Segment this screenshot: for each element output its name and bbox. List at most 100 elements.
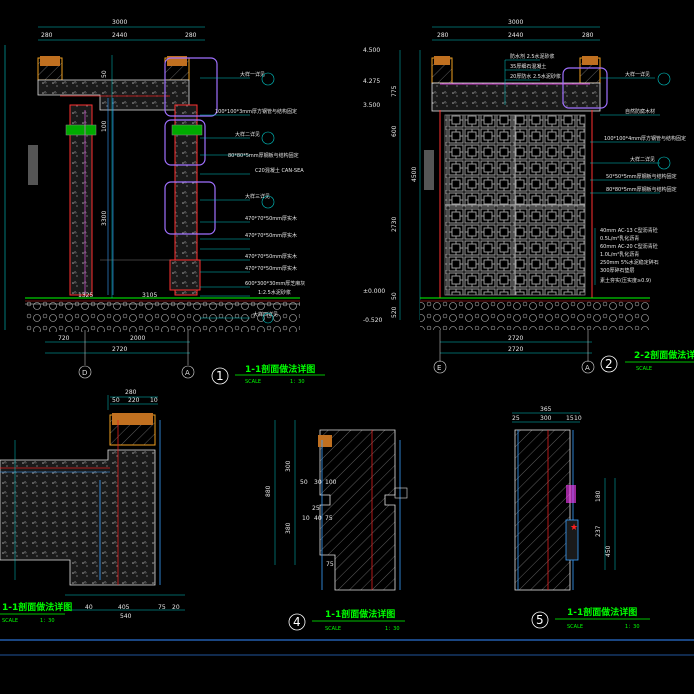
dim-text: 2440 (508, 32, 523, 39)
dim-text: 380 (285, 522, 292, 534)
dim-text: 2720 (508, 335, 523, 342)
annotation: 防水剂 2.5水泥砂浆 (510, 53, 555, 60)
dim-text: 280 (41, 32, 53, 39)
level-mark: ±0.000 (363, 288, 385, 295)
annotation: 20厚防水 2.5水泥砂浆 (510, 73, 561, 80)
dim-text: 280 (125, 389, 137, 396)
annotation: 大样二详见 (630, 156, 655, 163)
dim-text: 100 (325, 479, 337, 486)
grid-axis-label: A (185, 369, 190, 377)
dim-text: 1325 (78, 292, 93, 299)
dim-text: 75 (326, 561, 334, 568)
dim-text: 775 (391, 85, 398, 97)
detail-number: 2 (605, 357, 613, 371)
dim-text: 450 (605, 545, 612, 557)
dim-text: 25 (312, 505, 320, 512)
annotation: 1.0L/m²乳化沥青 (600, 251, 639, 258)
dim-text: 75 (158, 604, 166, 611)
annotation: 470*70*50mm厚实木 (245, 215, 297, 222)
dim-text: 220 (128, 397, 140, 404)
dim-text: 3300 (101, 211, 108, 226)
scale-label: SCALE (636, 366, 652, 372)
dim-text: 405 (118, 604, 130, 611)
annotation: 大样二详见 (235, 131, 260, 138)
grid-axis-label: E (437, 364, 441, 372)
annotation: 470*70*50mm厚实木 (245, 253, 297, 260)
drawing-title: 1-1剖面做法详图 (245, 363, 315, 375)
dim-text: 365 (540, 406, 552, 413)
dim-text: 25 (512, 415, 520, 422)
dim-text: 100 (101, 120, 108, 132)
dim-text: 3105 (142, 292, 157, 299)
scale-label: SCALE (567, 624, 583, 630)
scale-value: 1：30 (40, 618, 55, 624)
scale-label: SCALE (325, 626, 341, 632)
scale-label: SCALE (2, 618, 18, 624)
annotation: 600*300*30mm厚芝麻灰 (245, 280, 305, 287)
dim-text: 2730 (391, 217, 398, 232)
annotation: 35厚细石混凝土 (510, 63, 546, 70)
dim-text: 237 (595, 525, 602, 537)
annotation: 300厚碎石垫层 (600, 267, 635, 274)
section-detail-2: 3000 280 2440 280 4.500 4.275 3.500 ±0.0… (363, 19, 694, 374)
annotation: 470*70*50mm厚实木 (245, 265, 297, 272)
annotation: 大样四详见 (253, 311, 278, 318)
section-detail-3: 280 50 220 10 40 405 75 20 540 1-1剖面做法详图… (0, 389, 185, 624)
annotation: 素土夯实(压实度≥0.9) (600, 277, 651, 284)
dim-text: 50 (112, 397, 120, 404)
dim-text: 75 (325, 515, 333, 522)
scale-value: 1：30 (290, 379, 305, 385)
annotation: 大样一详见 (625, 71, 650, 78)
scale-value: 1：30 (625, 624, 640, 630)
annotation: 0.5L/m²乳化沥青 (600, 235, 639, 242)
annotation: 100*100*3mm厚方钢管与结构固定 (215, 108, 297, 115)
detail-number: 5 (536, 613, 544, 627)
dim-text: 20 (172, 604, 180, 611)
dim-text: 40 (85, 604, 93, 611)
annotation: 大样一详见 (240, 71, 265, 78)
annotation: 80*80*5mm厚钢板与结构固定 (606, 186, 677, 193)
dim-text: 30 (314, 479, 322, 486)
annotation: 100*100*4mm厚方钢管与结构固定 (604, 135, 686, 142)
dim-text: 3000 (112, 19, 127, 26)
annotation: 60mm AC-20 C型沥青砼 (600, 243, 658, 250)
scale-value: 1：30 (385, 626, 400, 632)
dim-text: 300 (540, 415, 552, 422)
annotation: 250mm 5%水泥稳定碎石 (600, 259, 659, 266)
annotation: 自然防腐木材 (625, 108, 655, 115)
dim-text: 50 (300, 479, 308, 486)
annotation: 50*50*5mm厚钢板与结构固定 (606, 173, 677, 180)
annotation: 1:2.5水泥砂浆 (258, 289, 291, 296)
detail-number: 1 (216, 369, 224, 383)
dim-text: 180 (595, 490, 602, 502)
dim-text: 10 (574, 415, 582, 422)
grid-axis-label: A (585, 364, 590, 372)
dim-text: 720 (58, 335, 70, 342)
dim-text: 10 (302, 515, 310, 522)
dim-text: 520 (391, 306, 398, 318)
dim-text: 540 (120, 613, 132, 620)
dim-text: 2720 (508, 346, 523, 353)
dim-text: 2000 (130, 335, 145, 342)
section-detail-1: 3000 280 2440 280 5 (4, 19, 325, 385)
dim-text: 15 (566, 415, 574, 422)
drawing-title: 1-1剖面做法详图 (567, 606, 637, 618)
dim-text: 300 (285, 460, 292, 472)
dim-text: 10 (150, 397, 158, 404)
dim-text: 2440 (112, 32, 127, 39)
dim-text: 40 (314, 515, 322, 522)
level-mark: 3.500 (363, 102, 380, 109)
drawing-title: 1-1剖面做法详图 (325, 608, 395, 620)
grid-axis-label: D (82, 369, 87, 377)
annotation: 80*80*5mm厚钢板与结构固定 (228, 152, 299, 159)
level-mark: 4.500 (363, 47, 380, 54)
section-detail-4: 880 300 380 50 30 100 25 10 40 75 75 4 1… (265, 420, 408, 632)
detail-number: 4 (293, 615, 301, 629)
dim-text: 50 (101, 70, 108, 78)
drawing-title: 1-1剖面做法详图 (2, 601, 72, 613)
dim-text: 600 (391, 125, 398, 137)
scale-label: SCALE (245, 379, 261, 385)
dim-text: 280 (185, 32, 197, 39)
star-marker-icon: ★ (570, 523, 578, 533)
